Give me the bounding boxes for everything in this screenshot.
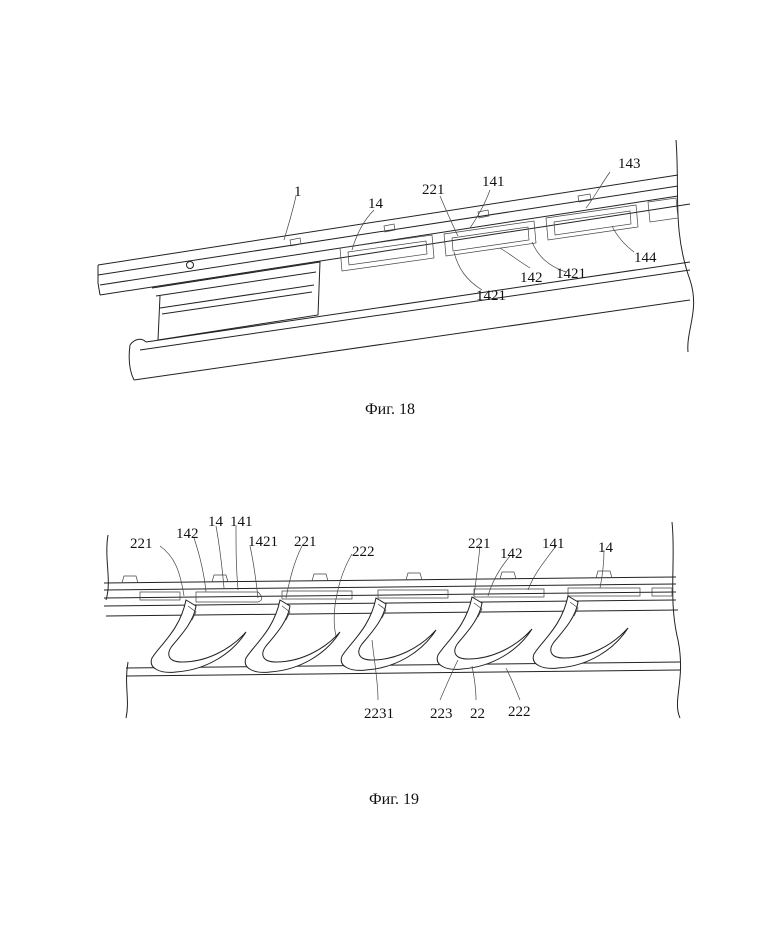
fig18-label-144: 144 [634,250,657,266]
fig19-label-141-a: 141 [230,514,253,530]
fig18-label-221: 221 [422,182,445,198]
fig18-label-1421-a: 1421 [476,288,506,304]
fig19-label-22: 22 [470,706,485,722]
fig19-label-1421: 1421 [248,534,278,550]
fig18-label-14: 14 [368,196,384,212]
fig19-label-142-b: 142 [500,546,523,562]
fig19-caption: Фиг. 19 [369,791,419,808]
fig19-label-221-b: 221 [294,534,317,550]
fig19-label-141-b: 141 [542,536,565,552]
fig18-label-141: 141 [482,174,505,190]
fig19-label-14-a: 14 [208,514,224,530]
fig18-caption: Фиг. 18 [365,401,415,418]
fig19-label-222-a: 222 [352,544,375,560]
fig19-label-221-c: 221 [468,536,491,552]
fig19-label-142-a: 142 [176,526,199,542]
fig18-label-1: 1 [294,184,302,200]
fig18-label-143: 143 [618,156,641,172]
fig18-label-1421-b: 1421 [556,266,586,282]
figure-19-drawing: 221 142 14 141 1421 221 222 221 142 141 … [104,514,681,722]
fig19-label-14-b: 14 [598,540,614,556]
fig18-label-142: 142 [520,270,543,286]
fig19-label-2231: 2231 [364,706,394,722]
fig19-label-223: 223 [430,706,453,722]
fig19-label-221-a: 221 [130,536,153,552]
fig19-label-222-b: 222 [508,704,531,720]
figure-18-drawing: 1 14 221 141 143 142 1421 1421 144 [98,140,694,380]
